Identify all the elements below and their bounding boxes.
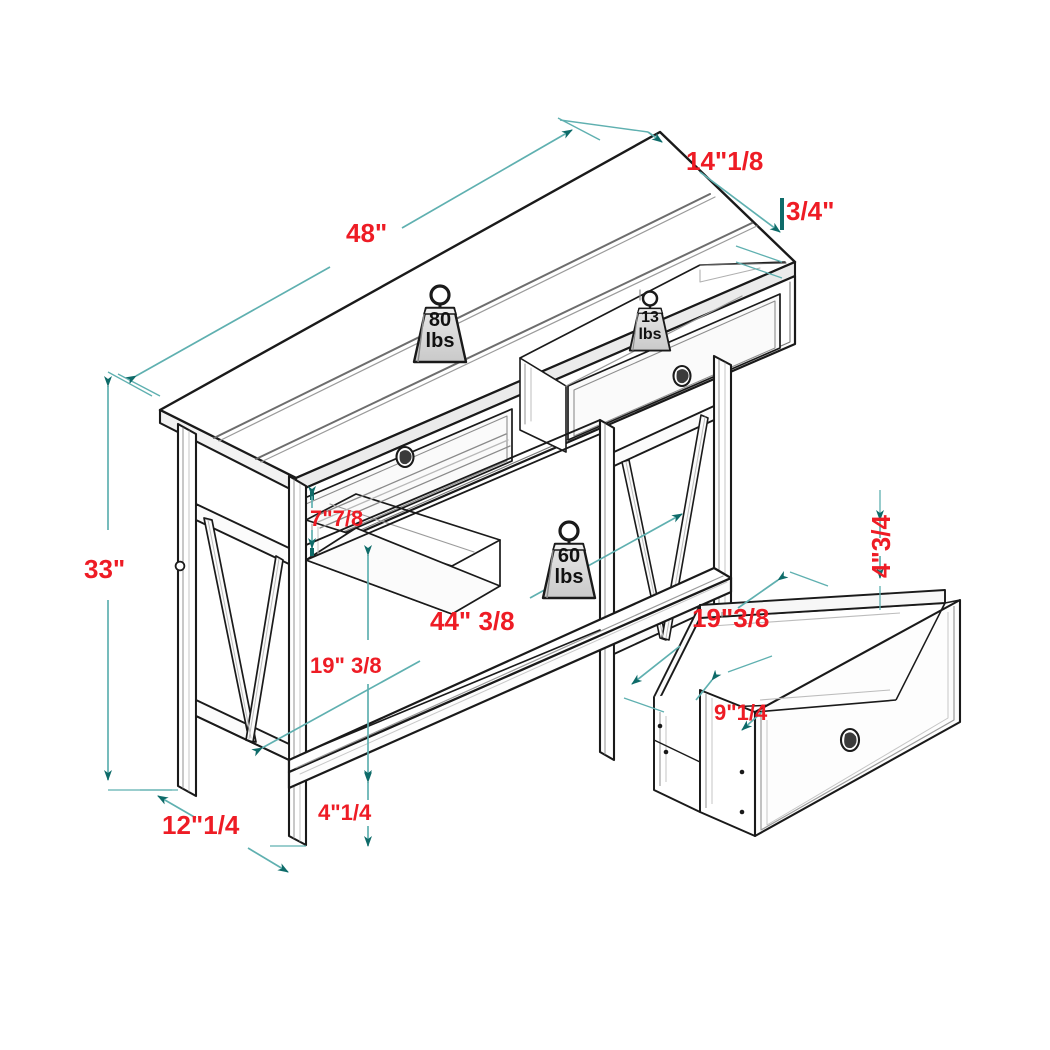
dim-label-leg-depth: 12"1/4 [162,810,240,840]
dim-914-line [695,655,773,731]
dim-label-top-length: 48" [346,218,388,248]
dim-label-top-depth: 14"1/8 [686,146,764,176]
dimension-lines [104,117,884,873]
drawer-front-right [567,293,781,441]
dim-label-floor-clearance: 4"1/4 [318,800,372,825]
dim-label-overall-height: 33" [84,554,126,584]
drawer-glide-left [315,433,511,529]
back-rail [305,419,601,561]
dim-1938d-line [623,570,829,713]
bottom-shelf [195,566,733,790]
dim-label-drawer-width: 19"3/8 [692,603,770,633]
dim-1214-line [140,789,306,873]
leg-front-left [174,422,198,798]
weight-icon [541,520,597,600]
dim-label-shelf-to-top: 19" 3/8 [310,653,382,678]
dim-34-line [735,198,784,279]
drawer-front-left [299,408,513,553]
weight-icon [412,284,468,364]
dim-14-line [559,119,781,233]
table-assembly [158,130,797,847]
exploded-drawer [653,589,962,838]
dim-label-drawer-height: 4"3/4 [866,515,896,578]
side-panel-left [195,503,290,761]
dim-label-drawer-depth: 9"1/4 [714,700,768,725]
leg-back-left [287,474,308,847]
weight-icon [628,290,672,352]
back-lower-rail [305,629,601,753]
dim-label-top-thickness: 3/4" [786,196,835,226]
drawer-cavity [519,261,787,453]
dim-48-line [117,117,601,397]
dim-label-shelf-length: 44" 3/8 [430,606,515,636]
dim-label-drawer-opening-height: 7"7/8 [310,506,364,531]
